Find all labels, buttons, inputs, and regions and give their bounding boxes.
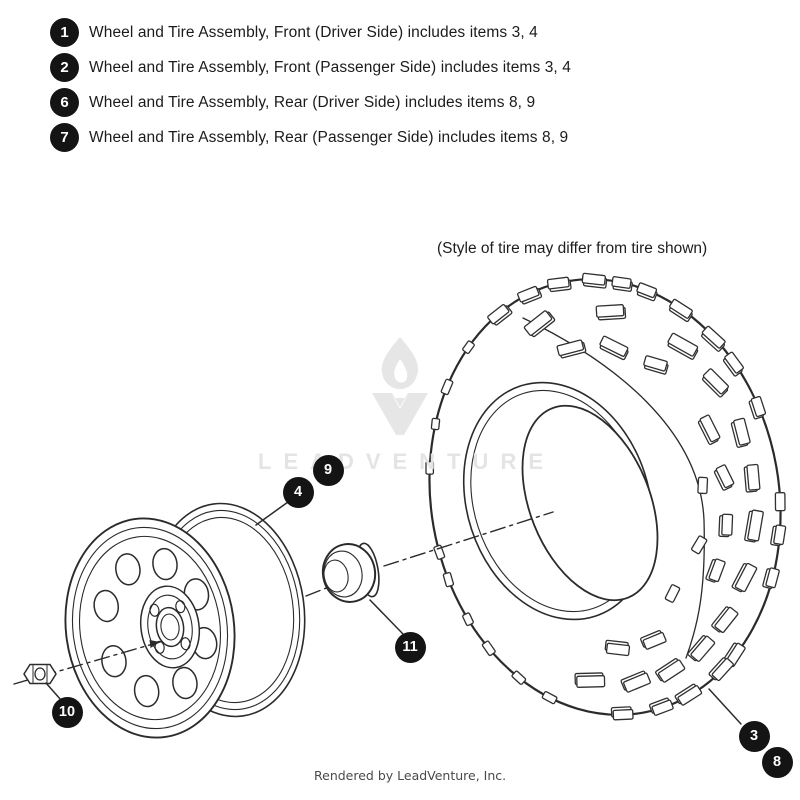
legend-row: 6 Wheel and Tire Assembly, Rear (Driver S… bbox=[50, 88, 571, 117]
legend: 1 Wheel and Tire Assembly, Front (Driver … bbox=[50, 18, 571, 152]
legend-item-label: Wheel and Tire Assembly, Front (Driver S… bbox=[89, 23, 538, 41]
tire-drawing bbox=[425, 272, 787, 721]
footer-credit: Rendered by LeadVenture, Inc. bbox=[314, 768, 507, 783]
axis-arrowhead bbox=[149, 640, 160, 648]
leader-line-10 bbox=[45, 682, 62, 701]
tire-tread-blocks bbox=[425, 272, 787, 721]
wheel-hub-drawing bbox=[139, 585, 201, 669]
callout-4: 4 bbox=[282, 476, 314, 508]
hub-cap-drawing bbox=[321, 542, 380, 603]
leader-line-11 bbox=[369, 599, 404, 635]
callout-3: 3 bbox=[738, 720, 770, 752]
legend-item-label: Wheel and Tire Assembly, Rear (Passenger… bbox=[89, 128, 569, 146]
watermark-text: LEADVENTURE bbox=[258, 449, 556, 474]
callout-9: 9 bbox=[312, 454, 344, 486]
leader-lines bbox=[45, 501, 742, 725]
callout-8: 8 bbox=[761, 746, 793, 778]
legend-row: 1 Wheel and Tire Assembly, Front (Driver … bbox=[50, 18, 571, 47]
legend-row: 7 Wheel and Tire Assembly, Rear (Passenge… bbox=[50, 123, 571, 152]
center-axis-line bbox=[13, 511, 554, 685]
lug-nut-drawing bbox=[23, 663, 57, 685]
callout-10: 10 bbox=[51, 696, 83, 728]
legend-callout-badge: 2 bbox=[50, 53, 79, 82]
legend-row: 2 Wheel and Tire Assembly, Front (Passeng… bbox=[50, 53, 571, 82]
legend-callout-badge: 7 bbox=[50, 123, 79, 152]
legend-item-label: Wheel and Tire Assembly, Rear (Driver Si… bbox=[89, 93, 536, 111]
leader-line-3 bbox=[708, 688, 742, 725]
legend-item-label: Wheel and Tire Assembly, Front (Passenge… bbox=[89, 58, 571, 76]
wheel-rim-drawing bbox=[64, 502, 306, 739]
callout-11: 11 bbox=[394, 631, 426, 663]
tire-style-note: (Style of tire may differ from tire show… bbox=[437, 240, 708, 257]
legend-callout-badge: 1 bbox=[50, 18, 79, 47]
leadventure-flame-icon bbox=[372, 337, 428, 435]
legend-callout-badge: 6 bbox=[50, 88, 79, 117]
leader-line-4 bbox=[255, 501, 289, 526]
